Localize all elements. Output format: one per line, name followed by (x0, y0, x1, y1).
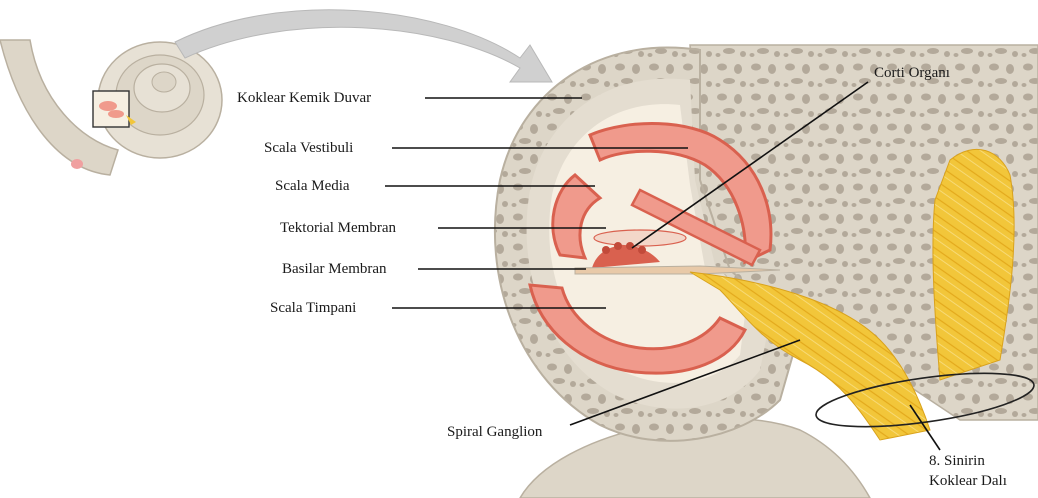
tectorial-membrane (594, 230, 686, 246)
cochlear-nerve-branch (933, 149, 1014, 380)
label-scala-timpani: Scala Timpani (270, 299, 356, 317)
cochlea-overview (0, 40, 222, 175)
label-scala-vestibuli: Scala Vestibuli (264, 139, 353, 157)
label-cochlear-bony-wall: Koklear Kemik Duvar (237, 89, 371, 107)
overview-spiral-core (152, 72, 176, 92)
label-scala-media: Scala Media (275, 177, 350, 195)
label-corti-organ: Corti Organı (874, 64, 950, 82)
cochlea-cross-section (495, 45, 1038, 498)
label-nerve-line1: 8. Sinirin (929, 452, 985, 470)
label-nerve-line2: Koklear Dalı (929, 472, 1007, 490)
overview-round-window (71, 159, 83, 169)
label-basilar-membrane: Basilar Membran (282, 260, 387, 278)
zoom-arrow (175, 10, 552, 82)
label-tectorial-membrane: Tektorial Membran (280, 219, 396, 237)
label-spiral-ganglion: Spiral Ganglion (447, 423, 542, 441)
